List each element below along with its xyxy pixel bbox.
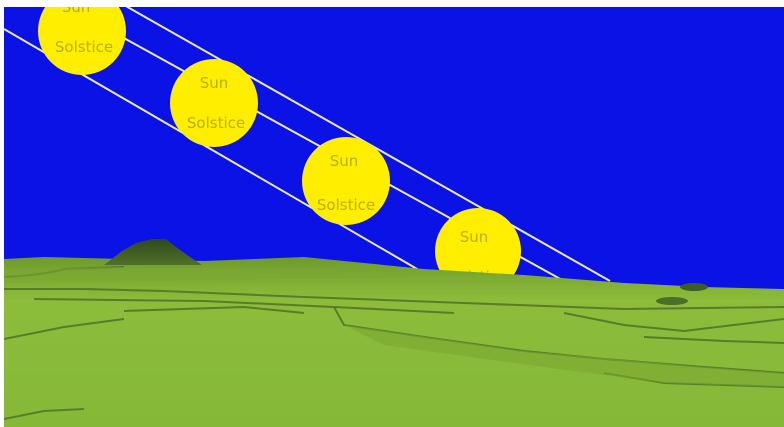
sun-marker-1[interactable]: Sun Solstice bbox=[38, 7, 126, 75]
sun-label-bottom: Solstice bbox=[55, 38, 113, 56]
sun-label-bottom: Solstice bbox=[187, 114, 245, 132]
sun-disc bbox=[170, 59, 258, 147]
sun-marker-2[interactable]: Sun Solstice bbox=[170, 59, 258, 147]
hill-mound bbox=[104, 239, 202, 265]
3d-viewport[interactable]: Sun Solstice Sun Solstice Sun Solstice S… bbox=[4, 7, 784, 427]
sun-label-top: Sun bbox=[460, 228, 489, 246]
sun-label-bottom: Solstice bbox=[317, 196, 375, 214]
small-mound-right bbox=[680, 283, 708, 291]
landscape-scene: Sun Solstice Sun Solstice Sun Solstice S… bbox=[4, 7, 784, 427]
small-mound-center bbox=[656, 297, 688, 305]
field-shading bbox=[4, 267, 784, 387]
sun-label-top: Sun bbox=[330, 152, 359, 170]
sun-label-top: Sun bbox=[200, 74, 229, 92]
sun-disc bbox=[38, 7, 126, 75]
sun-label-top: Sun bbox=[62, 7, 91, 16]
sun-disc bbox=[302, 137, 390, 225]
sun-marker-3[interactable]: Sun Solstice bbox=[302, 137, 390, 225]
